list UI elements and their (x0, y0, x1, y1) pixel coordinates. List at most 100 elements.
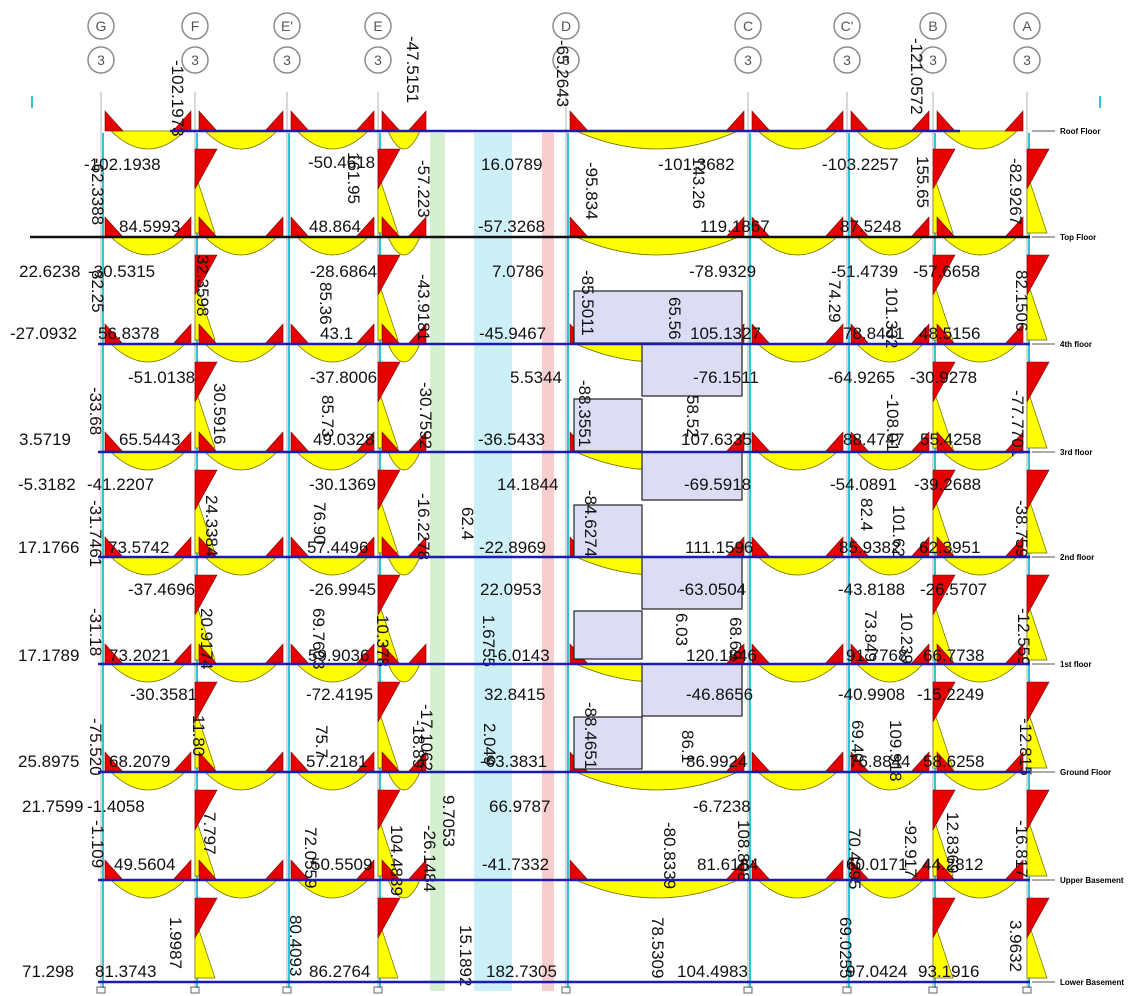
grid-bubble-sub (734, 46, 762, 74)
column-moment-fill (932, 574, 956, 616)
column-moment-fill (1026, 789, 1050, 831)
moment-value-label: 15.1892 (456, 925, 475, 986)
moment-hog-fill (172, 323, 192, 345)
moment-value-label: 22.0953 (480, 580, 541, 599)
moment-value-label: -65.2643 (553, 40, 572, 107)
grid-bubble-D (552, 12, 580, 40)
moment-value-label: 68.2079 (109, 752, 170, 771)
column-moment-fill (194, 681, 218, 723)
column-moment-fill (377, 574, 401, 616)
moment-value-label: -15.2249 (917, 685, 984, 704)
moment-sag-fill (204, 236, 278, 256)
moment-sag-fill (756, 451, 839, 471)
moment-value-label: -108.01 (883, 394, 902, 452)
moment-hog-fill (751, 110, 771, 132)
moment-hog-fill (407, 643, 427, 665)
floor-label: Upper Basement (1060, 876, 1124, 885)
column-moment-fill (932, 897, 956, 939)
moment-value-label: 56.8378 (98, 324, 159, 343)
moment-sag-fill (296, 451, 369, 471)
column-moment-fill (377, 254, 401, 296)
moment-hog-fill (936, 110, 956, 132)
column-moment-fill (1026, 361, 1050, 403)
column-highlight-green (430, 133, 445, 991)
column-moment-fill (194, 897, 218, 939)
column-moment-fill (377, 897, 401, 939)
moment-value-label: 32.3598 (193, 255, 212, 316)
moment-value-label: -80.8339 (660, 822, 679, 889)
support-symbol (743, 986, 753, 994)
moment-value-label: 81.6184 (697, 855, 758, 874)
moment-value-label: -1.4058 (87, 797, 145, 816)
column-moment-fill (377, 148, 401, 190)
moment-value-label: -57.6658 (913, 262, 980, 281)
moment-value-label: 104.4983 (677, 962, 748, 981)
column-moment-fill (194, 574, 218, 616)
moment-value-label: -30.7592 (416, 382, 435, 449)
moment-value-label: -30.1369 (309, 475, 376, 494)
grid-bubble-sub (919, 46, 947, 74)
moment-hog-fill (751, 431, 771, 453)
moment-value-label: 68.69 (726, 617, 745, 660)
moment-value-label: -41.2207 (87, 475, 154, 494)
moment-value-label: 1.6755 (479, 615, 498, 667)
moment-sag-fill (204, 879, 278, 899)
moment-value-label: -40.9908 (838, 685, 905, 704)
moment-value-label: -76.1511 (693, 368, 759, 387)
moment-sag-fill (110, 879, 186, 899)
moment-value-label: 104.4839 (387, 825, 406, 896)
moment-hog-fill (264, 323, 284, 345)
moment-value-label: -5.3182 (18, 475, 76, 494)
grid-bubble-sublabel: 3 (929, 52, 937, 68)
column-moment-fill (932, 148, 956, 190)
moment-value-label: 55.4258 (920, 430, 981, 449)
moment-value-label: 155.65 (913, 156, 932, 208)
moment-hog-fill (355, 323, 375, 345)
moment-sag-fill (575, 236, 739, 256)
moment-value-label: 3.9632 (1006, 920, 1025, 972)
moment-value-label: 5.5344 (510, 368, 562, 387)
moment-value-label: -33.68 (86, 387, 105, 435)
moment-value-label: 182.7305 (486, 962, 557, 981)
moment-value-label: 120.1846 (686, 646, 757, 665)
moment-value-label: 20.9174 (197, 608, 216, 669)
moment-value-label: 32.8415 (484, 685, 545, 704)
floor-label: 1st floor (1060, 660, 1092, 669)
moment-sag-fill (756, 236, 839, 256)
moment-value-label: 81.3743 (95, 962, 156, 981)
moment-value-label: 21.7599 (22, 797, 83, 816)
grid-bubble-C (734, 12, 762, 40)
moment-value-label: 85.73 (318, 395, 337, 438)
floor-label: Lower Basement (1060, 978, 1124, 987)
moment-value-label: 49.5604 (114, 855, 175, 874)
moment-value-label: -57.3268 (478, 217, 545, 236)
moment-value-label: -26.5707 (920, 580, 987, 599)
moment-value-label: 57.2181 (306, 752, 367, 771)
moment-value-label: -57.223 (414, 160, 433, 218)
moment-value-label: 109.918 (886, 720, 905, 781)
moment-value-label: 69.40 (848, 720, 867, 763)
moment-value-label: -46.8656 (686, 685, 753, 704)
moment-value-label: -84.6274 (581, 490, 600, 557)
moment-value-label: 88.4747 (843, 430, 904, 449)
column-moment-fill (932, 361, 956, 403)
moment-sag-fill (387, 236, 421, 256)
grid-bubble-label: C (743, 18, 753, 34)
moment-value-label: 30.5916 (210, 383, 229, 444)
moment-value-label: -30.5315 (88, 262, 155, 281)
shear-wall-panel (641, 663, 743, 717)
column-highlight-pink (542, 133, 554, 991)
moment-sag-fill (856, 663, 924, 683)
column-moment-fill (1026, 707, 1048, 769)
shear-wall-panel (641, 556, 743, 610)
moment-sag-fill (756, 556, 839, 576)
moment-value-label: 101.62 (889, 505, 908, 557)
floor-label: Top Floor (1060, 233, 1096, 242)
shear-wall-panel (573, 398, 643, 452)
moment-value-label: 69.0255 (836, 917, 855, 978)
moment-sag-fill (942, 556, 1018, 576)
moment-hog-fill (407, 216, 427, 238)
moment-value-label: -37.4696 (128, 580, 195, 599)
moment-hog-fill (264, 431, 284, 453)
column-moment-fill (1026, 574, 1050, 616)
